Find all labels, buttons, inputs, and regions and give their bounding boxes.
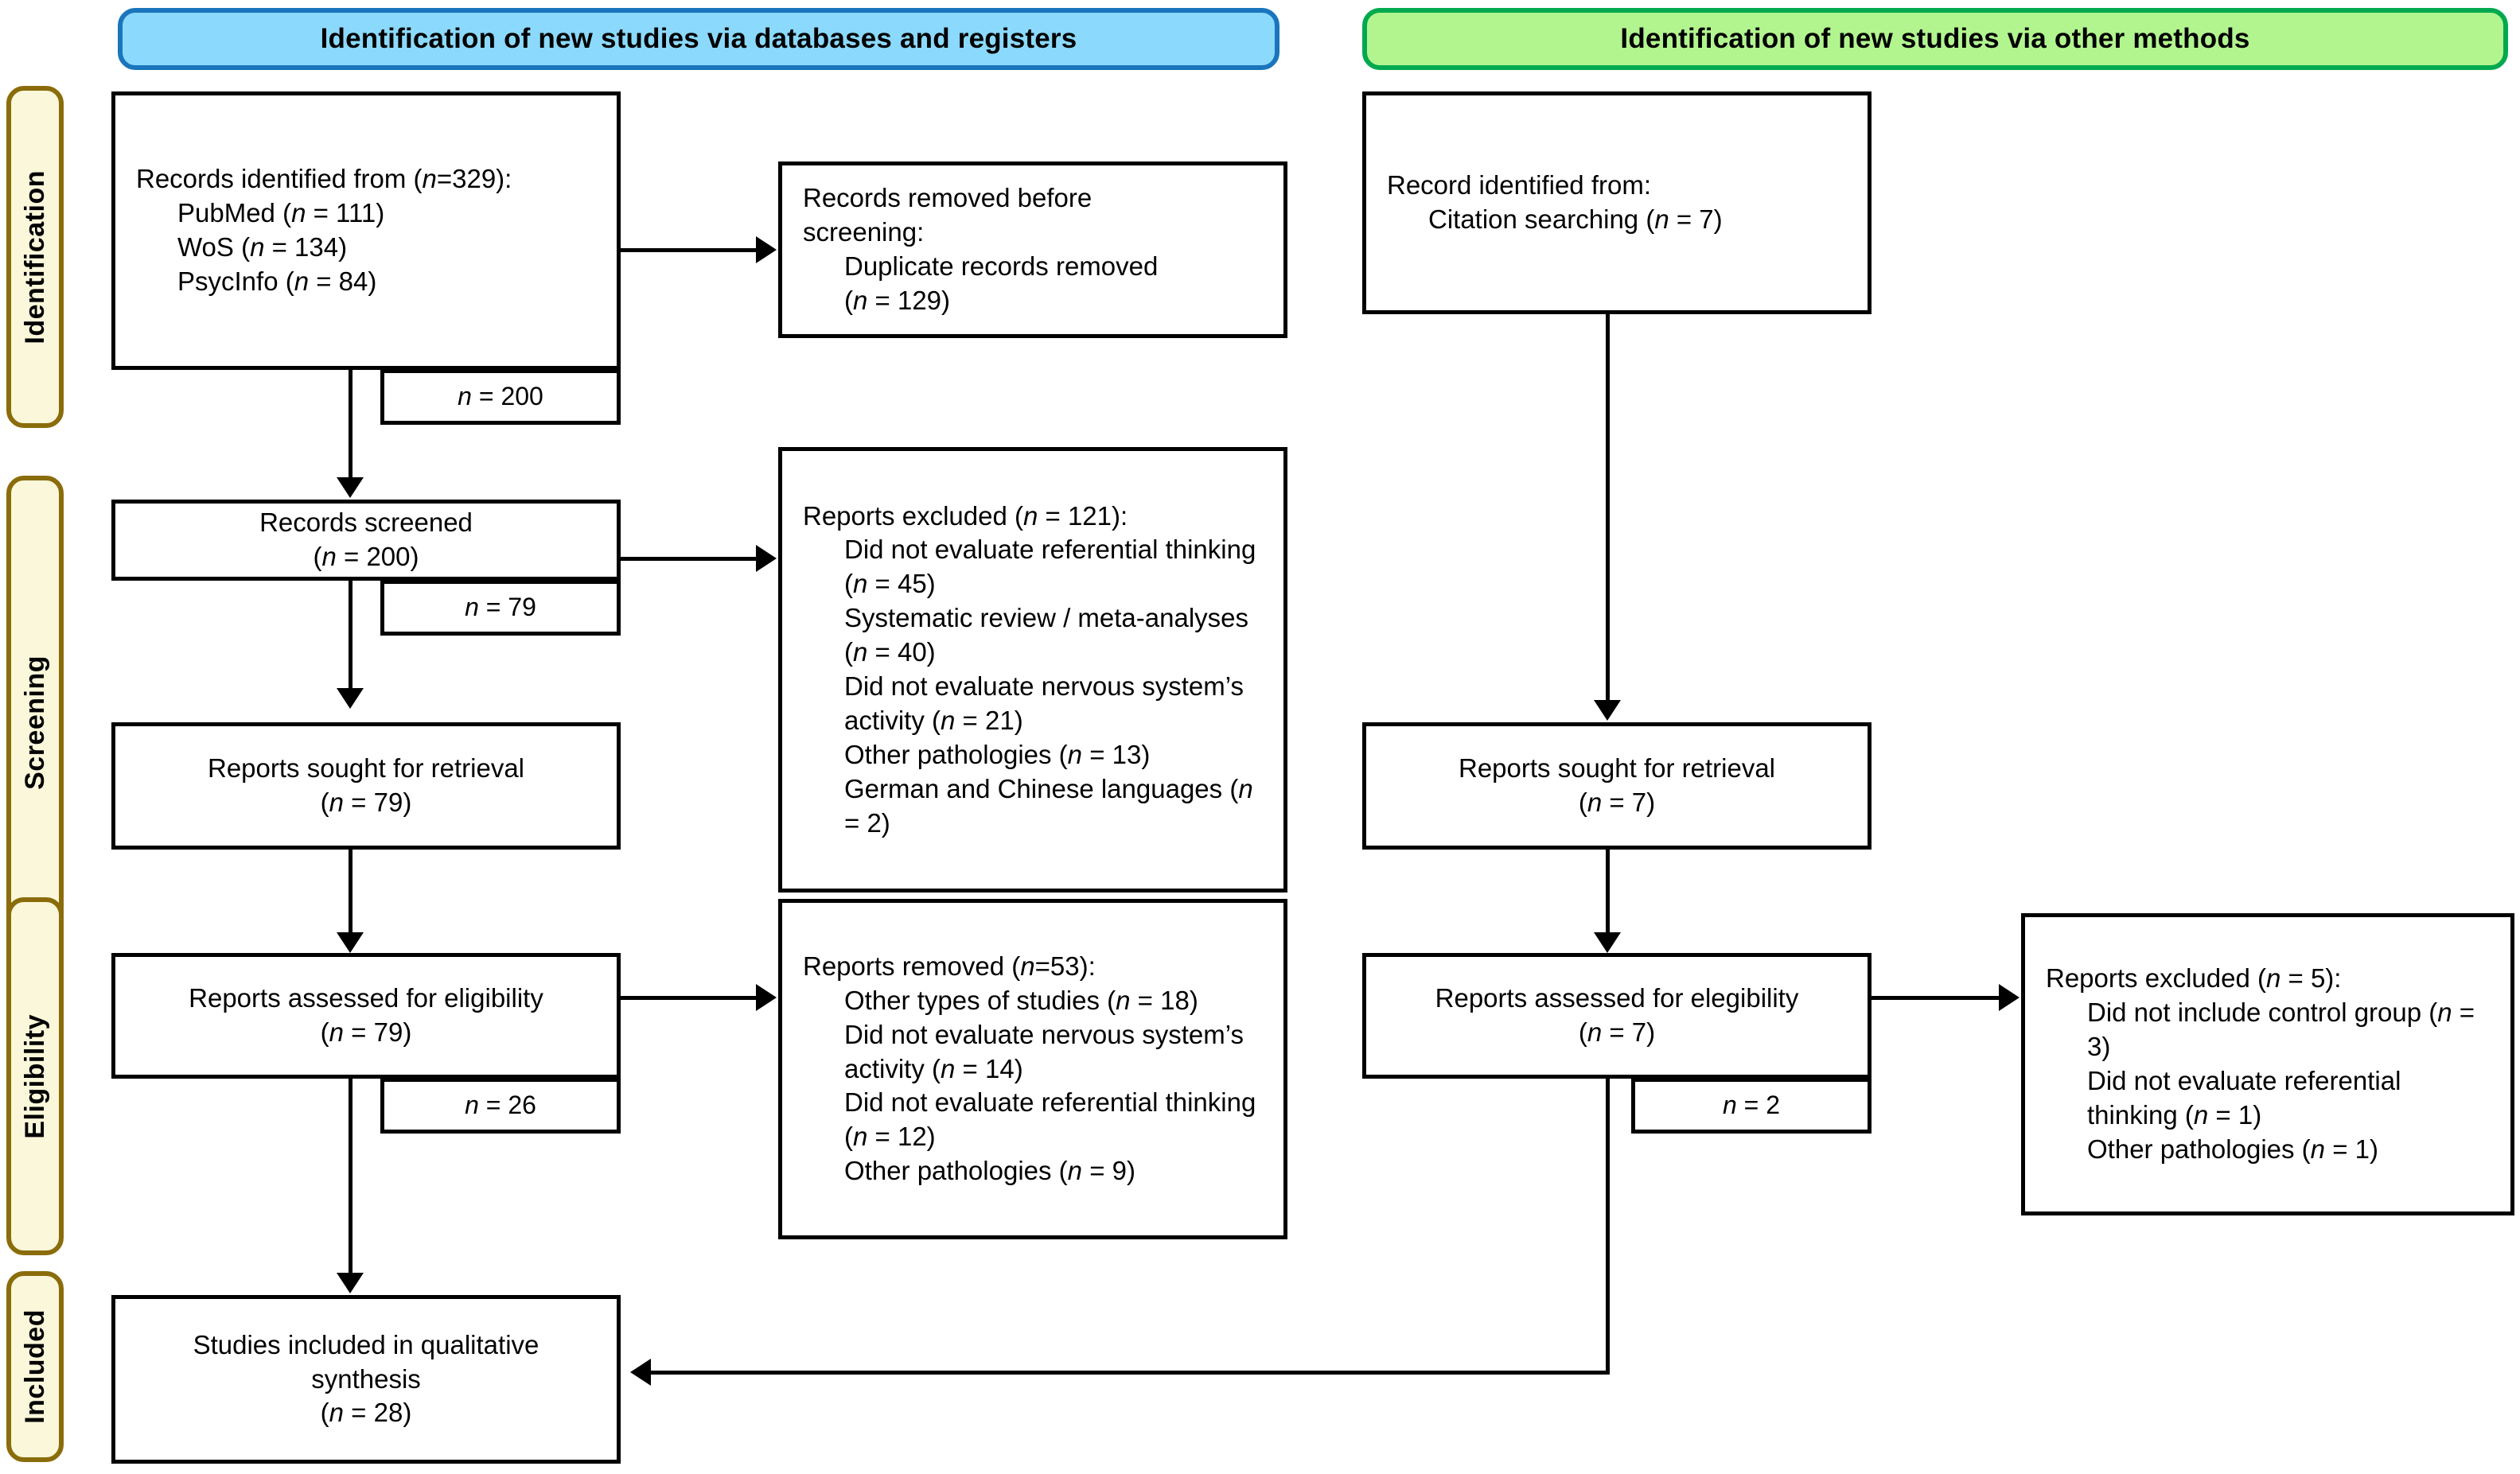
records-removed-duplicates: Duplicate records removed xyxy=(844,251,1159,281)
box-reports-excluded-screening: Reports excluded (n = 121): Did not eval… xyxy=(778,447,1287,893)
reports-assessed-right-line2: (n = 7) xyxy=(1578,1017,1656,1047)
reports-excluded-line1: Reports excluded (n = 121): xyxy=(803,500,1128,531)
connector-identified-to-removed xyxy=(621,248,758,252)
records-screened-line2: (n = 200) xyxy=(313,542,419,571)
connector-identified-to-sought-right xyxy=(1606,314,1610,704)
arrowhead-assessed-to-included xyxy=(337,1273,364,1293)
identified-tally-value: n = 200 xyxy=(458,382,543,411)
reports-excluded-right-line1: Reports excluded (n = 5): xyxy=(2046,963,2342,994)
screened-tally-value: n = 79 xyxy=(465,593,536,622)
stage-label-eligibility: Eligibility xyxy=(19,1013,50,1139)
box-identified-tally: n = 200 xyxy=(380,369,621,425)
reports-sought-left-line2: (n = 79) xyxy=(320,788,412,817)
reports-excluded-item5: German and Chinese languages (n = 2) xyxy=(844,773,1260,838)
reports-removed-item4: Other pathologies (n = 9) xyxy=(844,1156,1135,1186)
box-reports-assessed-right: Reports assessed for elegibility (n = 7) xyxy=(1362,953,1871,1079)
reports-assessed-left-line1: Reports assessed for eligibility xyxy=(189,983,543,1013)
stage-rail-eligibility: Eligibility xyxy=(6,897,64,1255)
stage-label-included: Included xyxy=(19,1309,50,1424)
reports-removed-item2: Did not evaluate nervous system’s activi… xyxy=(844,1019,1252,1083)
records-removed-line1: Records removed before xyxy=(803,183,1093,213)
reports-removed-item3: Did not evaluate referential thinking (n… xyxy=(844,1087,1264,1152)
arrowhead-identified-to-sought-right xyxy=(1594,700,1621,721)
box-screened-tally: n = 79 xyxy=(380,580,621,636)
reports-assessed-left-line2: (n = 79) xyxy=(320,1017,412,1047)
record-identified-other-line1: Record identified from: xyxy=(1387,170,1651,200)
arrowhead-right-to-included xyxy=(630,1359,651,1386)
reports-sought-left-line1: Reports sought for retrieval xyxy=(207,753,524,784)
box-records-screened: Records screened (n = 200) xyxy=(111,500,621,581)
box-studies-included: Studies included in qualitative synthesi… xyxy=(111,1295,621,1464)
box-records-identified: Records identified from (n=329): PubMed … xyxy=(111,91,621,370)
records-screened-line1: Records screened xyxy=(259,508,473,538)
connector-assessed-to-included xyxy=(349,1079,352,1278)
banner-databases-registers: Identification of new studies via databa… xyxy=(118,8,1279,70)
records-identified-wos: WoS (n = 134) xyxy=(177,232,348,262)
reports-sought-right-line1: Reports sought for retrieval xyxy=(1458,753,1775,784)
box-reports-sought-right: Reports sought for retrieval (n = 7) xyxy=(1362,722,1871,850)
reports-excluded-right-item3: Other pathologies (n = 1) xyxy=(2087,1134,2378,1164)
stage-label-screening: Screening xyxy=(19,655,50,790)
reports-excluded-item4: Other pathologies (n = 13) xyxy=(844,739,1151,769)
box-reports-removed-eligibility: Reports removed (n=53): Other types of s… xyxy=(778,899,1287,1239)
records-identified-line1: Records identified from (n=329): xyxy=(136,164,512,194)
arrowhead-screened-to-excluded xyxy=(756,545,777,572)
records-identified-pubmed: PubMed (n = 111) xyxy=(177,198,385,228)
box-record-identified-other: Record identified from: Citation searchi… xyxy=(1362,91,1871,314)
banner-other-methods: Identification of new studies via other … xyxy=(1362,8,2508,70)
studies-included-line3: (n = 28) xyxy=(320,1398,412,1428)
stage-rail-identification: Identification xyxy=(6,86,64,428)
connector-sought-to-assessed-right xyxy=(1606,850,1610,937)
arrowhead-identified-to-screened xyxy=(337,477,364,498)
banner-databases-label: Identification of new studies via databa… xyxy=(320,23,1077,54)
reports-excluded-item2: Systematic review / meta-analyses (n = 4… xyxy=(844,603,1256,667)
connector-identified-to-screened xyxy=(349,370,352,481)
connector-sought-to-assessed-left xyxy=(349,850,352,937)
assessed-tally-right-value: n = 2 xyxy=(1722,1091,1781,1120)
reports-excluded-item3: Did not evaluate nervous system’s activi… xyxy=(844,671,1252,735)
arrowhead-sought-to-assessed-right xyxy=(1594,932,1621,953)
connector-assessed-to-removed-left xyxy=(621,996,758,1000)
reports-sought-right-line2: (n = 7) xyxy=(1578,788,1656,817)
box-reports-assessed-left: Reports assessed for eligibility (n = 79… xyxy=(111,953,621,1079)
reports-excluded-right-item1: Did not include control group (n = 3) xyxy=(2087,998,2483,1062)
arrowhead-assessed-to-excluded-right xyxy=(1999,984,2020,1011)
record-identified-other-citation: Citation searching (n = 7) xyxy=(1428,204,1723,234)
connector-right-left-to-included xyxy=(651,1371,1610,1375)
connector-screened-to-sought xyxy=(349,581,352,692)
connector-assessed-to-excluded-right xyxy=(1871,996,2000,1000)
box-reports-excluded-right: Reports excluded (n = 5): Did not includ… xyxy=(2021,913,2514,1215)
box-reports-sought-left: Reports sought for retrieval (n = 79) xyxy=(111,722,621,850)
records-removed-line2: screening: xyxy=(803,217,925,247)
reports-removed-item1: Other types of studies (n = 18) xyxy=(844,985,1198,1015)
arrowhead-screened-to-sought xyxy=(337,688,364,709)
reports-excluded-right-item2: Did not evaluate referential thinking (n… xyxy=(2087,1066,2409,1130)
arrowhead-assessed-to-removed-left xyxy=(756,984,777,1011)
assessed-tally-left-value: n = 26 xyxy=(465,1091,536,1120)
records-removed-duplicates-n: (n = 129) xyxy=(844,285,951,315)
stage-rail-screening: Screening xyxy=(6,476,64,969)
arrowhead-identified-to-removed xyxy=(756,236,777,263)
box-assessed-tally-left: n = 26 xyxy=(380,1078,621,1134)
stage-rail-included: Included xyxy=(6,1271,64,1462)
stage-label-identification: Identification xyxy=(19,169,50,344)
connector-screened-to-excluded xyxy=(621,557,758,561)
box-records-removed-before-screening: Records removed before screening: Duplic… xyxy=(778,161,1287,338)
reports-assessed-right-line1: Reports assessed for elegibility xyxy=(1435,983,1799,1013)
arrowhead-sought-to-assessed-left xyxy=(337,932,364,953)
studies-included-line1: Studies included in qualitative xyxy=(193,1329,539,1359)
reports-excluded-item1: Did not evaluate referential thinking (n… xyxy=(844,535,1264,599)
banner-other-methods-label: Identification of new studies via other … xyxy=(1620,23,2250,54)
connector-right-down-to-included xyxy=(1606,1079,1610,1375)
studies-included-line2: synthesis xyxy=(311,1363,421,1394)
records-identified-psycinfo: PsycInfo (n = 84) xyxy=(177,266,377,296)
box-assessed-tally-right: n = 2 xyxy=(1631,1078,1871,1134)
reports-removed-line1: Reports removed (n=53): xyxy=(803,951,1096,981)
